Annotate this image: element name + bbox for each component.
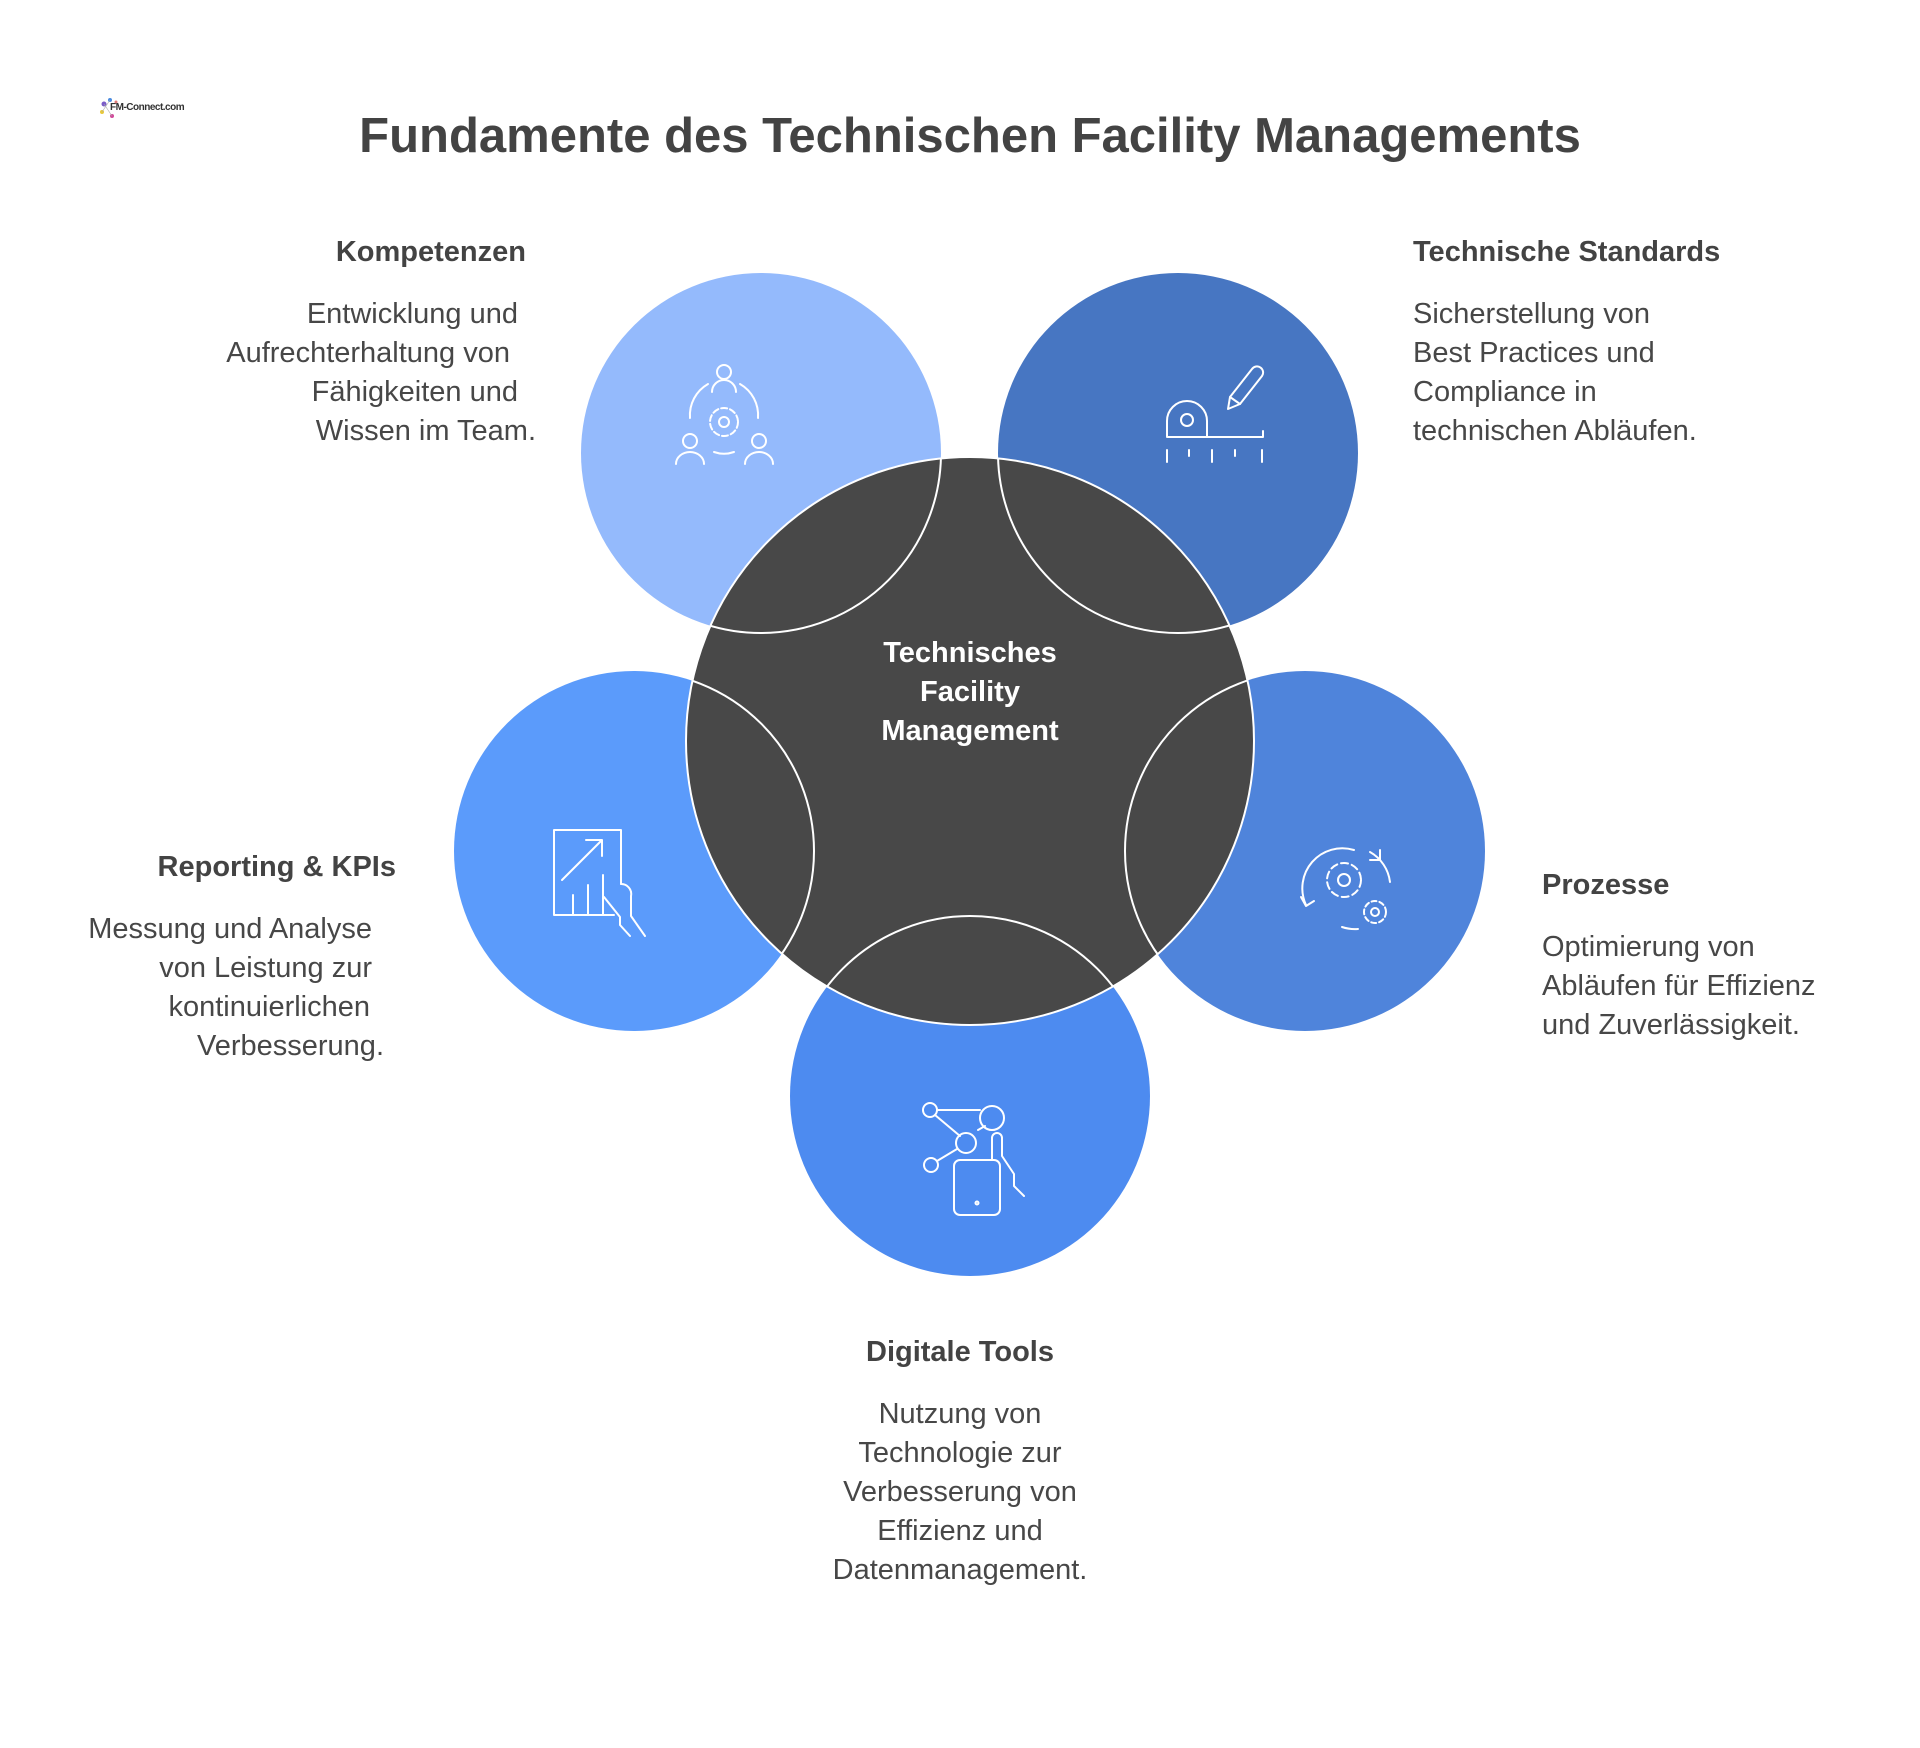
measuring-tape-pencil-icon [1166, 365, 1265, 463]
section-text-line: kontinuierlichen [168, 991, 370, 1023]
page-title: Fundamente des Technischen Facility Mana… [359, 109, 1581, 163]
center-label: Technisches Facility Management [820, 634, 1120, 751]
section-text-line: Nutzung von [878, 1398, 1042, 1430]
section-heading: Kompetenzen [335, 236, 526, 268]
section-text-line: und Zuverlässigkeit. [1542, 1009, 1800, 1041]
team-gear-icon [675, 364, 774, 465]
section-text-line: Datenmanagement. [832, 1554, 1088, 1586]
fm-connect-logo: FM-Connect.com [98, 96, 185, 122]
section-text-line: Compliance in [1413, 376, 1597, 408]
section-text-line: von Leistung zur [159, 952, 372, 984]
tablet-chart-icon [553, 829, 646, 937]
center-label-line: Facility [920, 676, 1020, 708]
section-text-line: Abläufen für Effizienz [1542, 970, 1816, 1002]
logo-text: FM-Connect.com [110, 102, 185, 113]
section-heading: Reporting & KPIs [157, 851, 396, 883]
section-technische-standards: Technische Standards Sicherstellung von … [1413, 236, 1873, 451]
mobile-network-icon [922, 1102, 1025, 1216]
gears-cycle-icon [1300, 847, 1391, 931]
section-kompetenzen: Kompetenzen Entwicklung und Aufrechterha… [66, 236, 536, 451]
section-text-line: Verbesserung. [196, 1030, 384, 1062]
section-text-line: Optimierung von [1542, 931, 1755, 963]
section-text-line: Aufrechterhaltung von [226, 337, 510, 369]
section-text-line: Verbesserung von [843, 1476, 1077, 1508]
section-text-line: technischen Abläufen. [1413, 415, 1697, 447]
center-label-line: Technisches [883, 637, 1057, 669]
section-text-line: Entwicklung und [306, 298, 518, 330]
section-heading: Technische Standards [1413, 236, 1721, 268]
circle-center [685, 456, 1255, 1026]
logo-graphic [100, 98, 118, 118]
section-text-line: Sicherstellung von [1413, 298, 1650, 330]
section-prozesse: Prozesse Optimierung von Abläufen für Ef… [1542, 869, 1912, 1045]
overlap-outlines [686, 457, 1254, 1025]
section-text-line: Effizienz und [877, 1515, 1043, 1547]
section-text-line: Wissen im Team. [315, 415, 536, 447]
section-reporting-kpis: Reporting & KPIs Messung und Analyse von… [0, 851, 396, 1066]
section-text-line: Messung und Analyse [88, 913, 372, 945]
section-heading: Prozesse [1542, 869, 1670, 901]
section-text-line: Best Practices und [1413, 337, 1655, 369]
center-label-line: Management [881, 715, 1059, 747]
section-heading: Digitale Tools [866, 1336, 1054, 1368]
section-text-line: Fähigkeiten und [311, 376, 518, 408]
section-text-line: Technologie zur [858, 1437, 1062, 1469]
section-digitale-tools: Digitale Tools Nutzung von Technologie z… [720, 1336, 1200, 1590]
